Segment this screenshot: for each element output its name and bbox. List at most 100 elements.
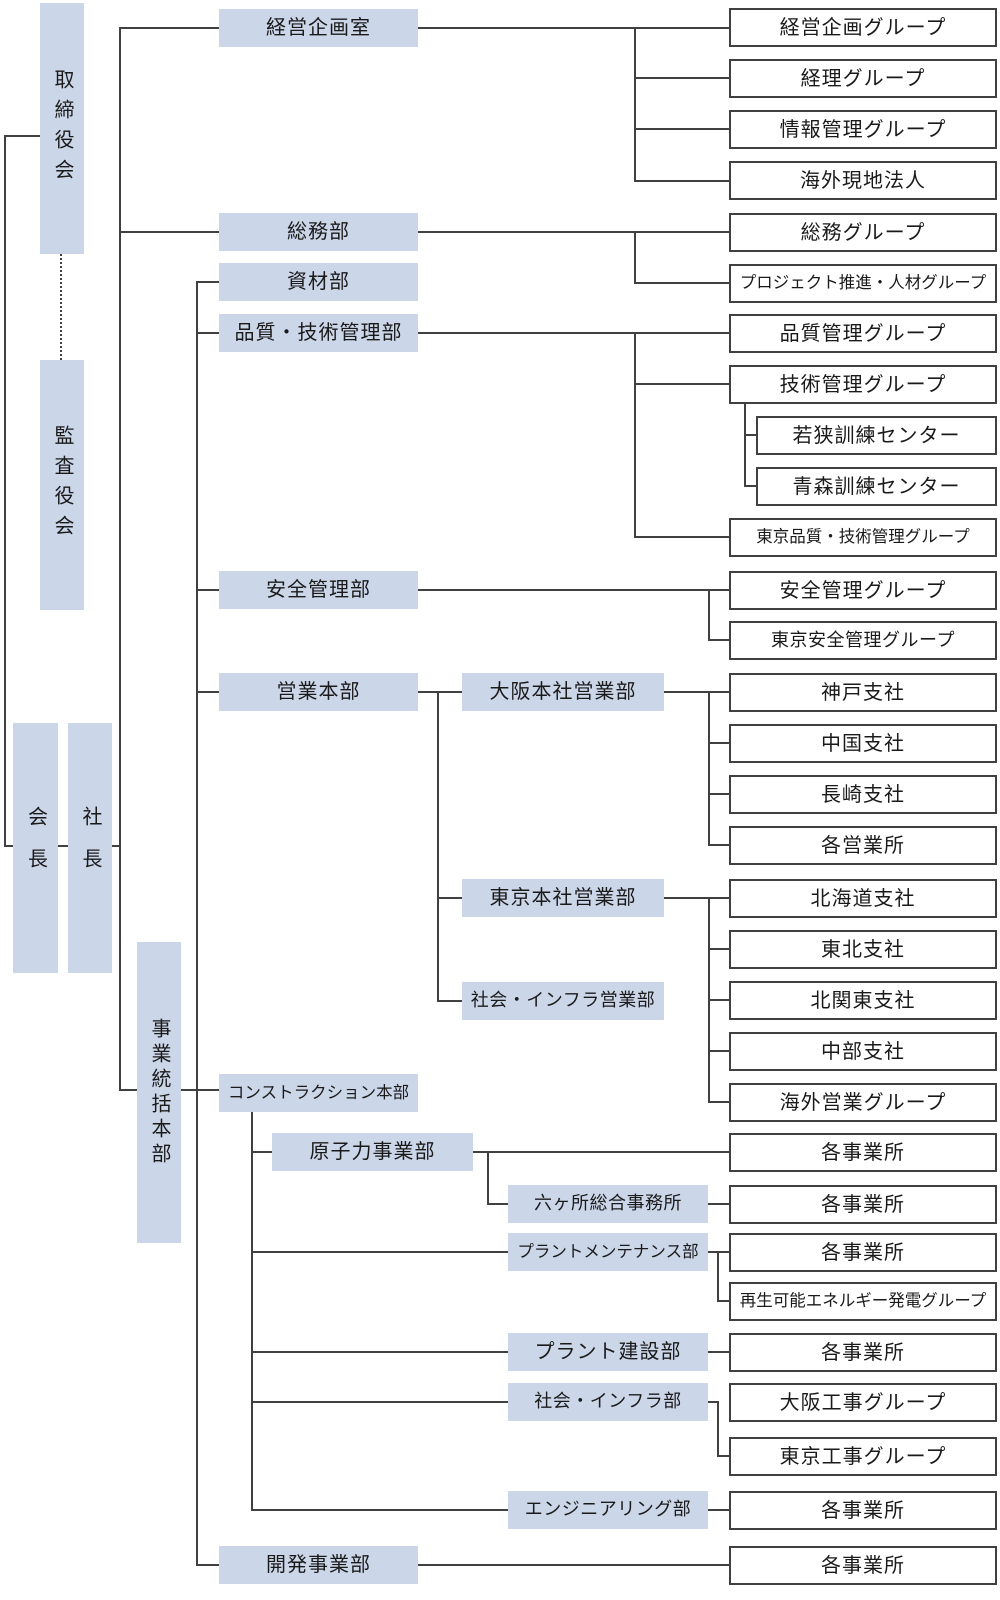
connector-line	[418, 589, 729, 591]
connector-line	[196, 332, 219, 334]
connector-line	[196, 281, 219, 283]
box-project-promotion-hr-group: プロジェクト推進・人材グループ	[729, 264, 997, 303]
box-business-sites-engineering: 各事業所	[729, 1491, 997, 1530]
connector-line	[708, 1509, 729, 1511]
box-materials-dept: 資材部	[219, 263, 418, 301]
box-safety-management-group: 安全管理グループ	[729, 571, 997, 610]
connector-line	[418, 1564, 729, 1566]
connector-line	[708, 589, 710, 640]
connector-line	[634, 27, 636, 182]
connector-line	[708, 742, 729, 744]
box-osaka-construction-group: 大阪工事グループ	[729, 1383, 997, 1422]
box-corporate-planning-office: 経営企画室	[219, 9, 418, 47]
box-plant-maintenance-dept: プラントメンテナンス部	[508, 1233, 708, 1271]
box-sales-hq: 営業本部	[219, 673, 418, 711]
connector-line	[181, 1089, 221, 1091]
connector-line	[708, 1401, 719, 1403]
box-development-business-dept: 開発事業部	[219, 1546, 418, 1584]
connector-line	[664, 897, 708, 899]
connector-line	[251, 1251, 508, 1253]
box-overseas-subsidiaries: 海外現地法人	[729, 161, 997, 200]
box-accounting-group: 経理グループ	[729, 59, 997, 98]
connector-line	[418, 691, 462, 693]
box-quality-tech-management-dept: 品質・技術管理部	[219, 314, 418, 352]
box-quality-management-group: 品質管理グループ	[729, 314, 997, 353]
trunk-main	[119, 27, 121, 1091]
box-social-infra-sales-dept: 社会・インフラ営業部	[462, 982, 664, 1020]
connector-line	[196, 691, 219, 693]
box-aomori-training-center: 青森訓練センター	[756, 467, 997, 506]
connector-line	[744, 403, 746, 487]
box-wakasa-training-center: 若狭訓練センター	[756, 416, 997, 455]
box-tokyo-construction-group: 東京工事グループ	[729, 1437, 997, 1476]
box-business-supervision-hq: 事業統括本部	[137, 942, 181, 1243]
connector-line	[634, 231, 636, 283]
box-president: 社長	[68, 723, 112, 973]
connector-line	[251, 1151, 272, 1153]
box-sales-offices: 各営業所	[729, 826, 997, 865]
connector-line	[196, 589, 219, 591]
box-audit-board: 監査役会	[40, 360, 84, 610]
connector-line	[717, 1401, 719, 1457]
connector-line	[251, 1509, 508, 1511]
box-business-sites-nuclear: 各事業所	[729, 1133, 997, 1172]
connector-line	[708, 844, 729, 846]
connector-line	[418, 27, 729, 29]
connector-line	[708, 691, 710, 846]
box-technology-management-group: 技術管理グループ	[729, 365, 997, 404]
connector-line	[634, 282, 729, 284]
connector-line	[634, 180, 729, 182]
box-safety-management-dept: 安全管理部	[219, 571, 418, 609]
box-business-sites-plant-maintenance: 各事業所	[729, 1233, 997, 1272]
box-tokyo-quality-tech-management-group: 東京品質・技術管理グループ	[729, 518, 997, 557]
connector-line	[634, 332, 636, 538]
box-plant-construction-dept: プラント建設部	[508, 1333, 708, 1371]
connector-line	[473, 1151, 729, 1153]
connector-line	[119, 27, 219, 29]
box-business-sites-rokkasho: 各事業所	[729, 1185, 997, 1224]
connector-line	[4, 135, 41, 137]
box-corporate-planning-group: 経営企画グループ	[729, 8, 997, 47]
connector-line	[708, 691, 729, 693]
box-rokkasho-general-office: 六ヶ所総合事務所	[508, 1185, 708, 1223]
connector-line	[708, 999, 729, 1001]
box-board-of-directors: 取締役会	[40, 3, 84, 254]
connector-line	[717, 1300, 729, 1302]
connector-line	[634, 383, 729, 385]
connector-line	[437, 1000, 462, 1002]
connector-line	[717, 1251, 719, 1302]
connector-line	[708, 1101, 729, 1103]
trunk-business-hq	[196, 281, 198, 1566]
box-chubu-branch: 中部支社	[729, 1032, 997, 1071]
box-hokkaido-branch: 北海道支社	[729, 879, 997, 918]
box-social-infra-dept: 社会・インフラ部	[508, 1383, 708, 1421]
box-renewable-energy-generation-group: 再生可能エネルギー発電グループ	[729, 1282, 997, 1321]
box-tohoku-branch: 東北支社	[729, 930, 997, 969]
connector-line	[708, 1050, 729, 1052]
connector-line	[708, 948, 729, 950]
trunk-construction-hq	[251, 1112, 253, 1510]
connector-line	[744, 434, 756, 436]
box-engineering-dept: エンジニアリング部	[508, 1491, 708, 1529]
box-general-affairs-group: 総務グループ	[729, 213, 997, 252]
connector-line	[4, 135, 6, 847]
connector-line	[119, 1089, 139, 1091]
box-nagasaki-branch: 長崎支社	[729, 775, 997, 814]
connector-line	[634, 128, 729, 130]
connector-line	[418, 231, 729, 233]
connector-line	[4, 845, 121, 847]
box-tokyo-hq-sales-dept: 東京本社営業部	[462, 879, 664, 917]
connector-line	[708, 1351, 729, 1353]
box-business-sites-plant-construction: 各事業所	[729, 1333, 997, 1372]
box-chairman: 会長	[13, 723, 58, 973]
connector-line	[196, 1564, 219, 1566]
connector-line	[487, 1151, 489, 1204]
box-nuclear-business-dept: 原子力事業部	[272, 1133, 473, 1171]
connector-line	[717, 1455, 729, 1457]
box-tokyo-safety-management-group: 東京安全管理グループ	[729, 621, 997, 660]
connector-line	[664, 691, 708, 693]
box-construction-hq: コンストラクション本部	[219, 1074, 418, 1112]
connector-line	[251, 1401, 508, 1403]
connector-line	[744, 485, 756, 487]
box-overseas-sales-group: 海外営業グループ	[729, 1083, 997, 1122]
